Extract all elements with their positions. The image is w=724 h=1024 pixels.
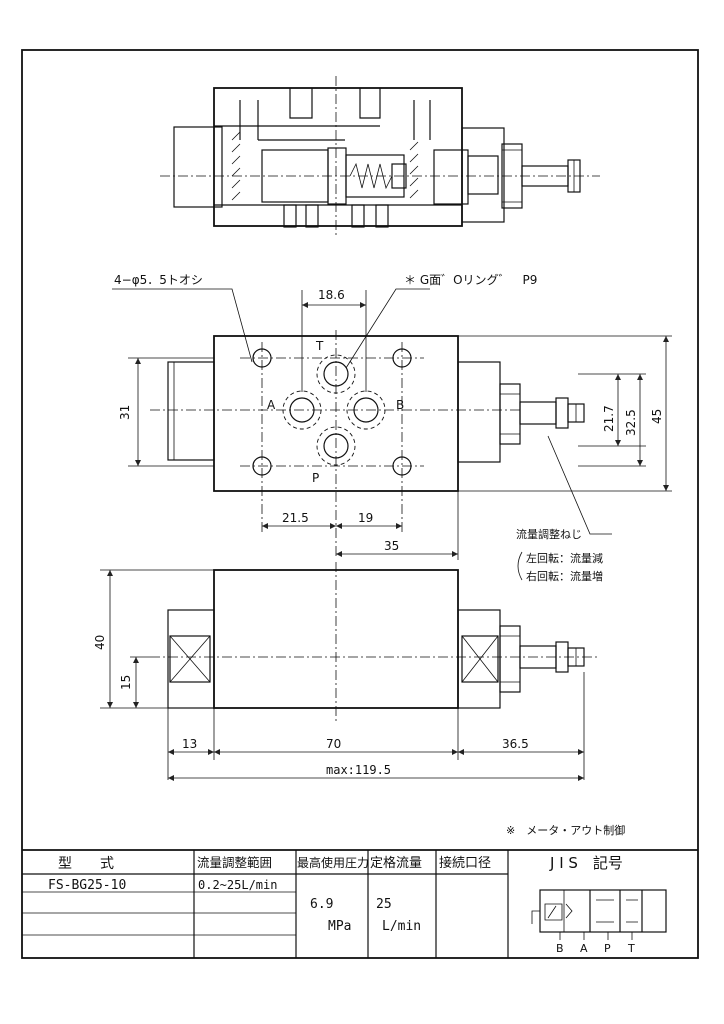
jis-port-t: T	[627, 942, 635, 955]
screw-note-left: 左回転：流量減	[526, 551, 603, 565]
port-t-label: T	[315, 339, 324, 353]
dim-35: 35	[384, 539, 399, 553]
dim-32-5: 32.5	[624, 409, 638, 436]
spec-table	[22, 849, 698, 958]
cell-pressure-unit: MPa	[328, 919, 351, 934]
port-b-label: B	[396, 398, 404, 412]
screw-title: 流量調整ねじ	[516, 527, 582, 541]
dim-19: 19	[358, 511, 373, 525]
header-model: 型 式	[58, 856, 114, 872]
holes-leader	[112, 288, 253, 363]
dim-18-6: 18.6	[318, 288, 345, 302]
header-flow-range: 流量調整範囲	[197, 855, 272, 870]
front-view	[150, 562, 600, 722]
dim-21-7: 21.7	[602, 405, 616, 432]
header-rated-flow: 定格流量	[370, 855, 422, 871]
dim-70: 70	[326, 737, 341, 751]
jis-port-b: B	[556, 942, 564, 955]
dim-45: 45	[650, 409, 664, 424]
oring-leader	[345, 288, 430, 369]
holes-annotation: 4−φ5．5トオシ	[114, 273, 203, 287]
cell-rated-flow-unit: L/min	[382, 919, 421, 934]
cell-model: FS-BG25-10	[48, 878, 126, 893]
plan-view	[150, 330, 585, 556]
cell-pressure-value: 6.9	[310, 897, 333, 912]
port-p-label: P	[312, 471, 319, 485]
cell-flow-range: 0.2~25L/min	[198, 878, 277, 892]
dim-36-5: 36.5	[502, 737, 529, 751]
header-port-size: 接続口径	[439, 855, 491, 871]
header-jis-symbol: J I S 記号	[549, 854, 623, 872]
plan-dimensions	[128, 290, 672, 560]
oring-annotation: ＊ G面゛Oリング゛ P9	[404, 273, 537, 287]
dim-13: 13	[182, 737, 197, 751]
drawing-border	[21, 49, 699, 959]
screw-note-brace	[517, 551, 523, 581]
front-dimensions	[100, 569, 585, 781]
jis-port-a: A	[580, 942, 588, 955]
dim-max: max:119.5	[326, 763, 391, 777]
dim-21-5: 21.5	[282, 511, 309, 525]
dim-40: 40	[93, 635, 107, 650]
dim-15: 15	[119, 675, 133, 690]
dim-31: 31	[118, 405, 132, 420]
header-max-pressure: 最高使用圧力	[297, 855, 369, 870]
control-note: ※ メータ・アウト制御	[506, 823, 625, 837]
cell-rated-flow-value: 25	[376, 897, 392, 912]
port-a-label: A	[267, 398, 276, 412]
screw-note-right: 右回転：流量増	[526, 569, 603, 583]
jis-symbol	[531, 889, 667, 940]
screw-leader	[547, 435, 612, 535]
jis-port-p: P	[604, 942, 611, 955]
section-view	[160, 76, 600, 236]
